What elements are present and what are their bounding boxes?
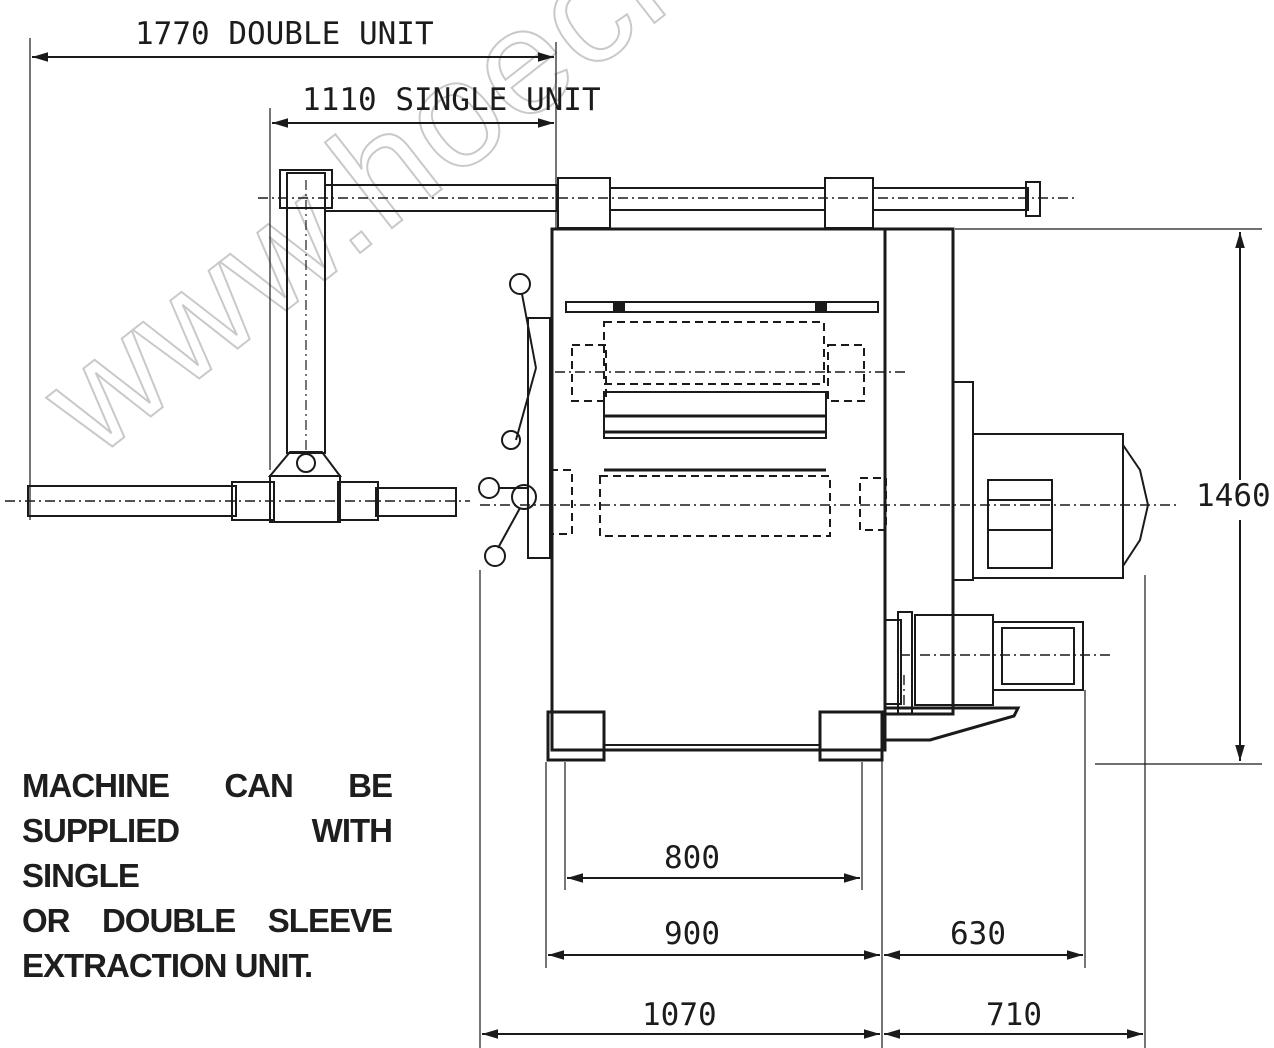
dimension-single-unit: 1110 SINGLE UNIT <box>269 82 601 470</box>
sleeve-extraction-unit <box>5 169 470 523</box>
dimension-630: 630 <box>884 916 1083 960</box>
label-710: 710 <box>986 997 1042 1033</box>
label-900: 900 <box>664 916 720 952</box>
label-800: 800 <box>664 840 720 876</box>
label-630: 630 <box>950 916 1006 952</box>
note-line-3: OR DOUBLE SLEEVE <box>22 902 393 939</box>
adjustment-levers <box>478 273 551 567</box>
label-1110-single-unit: 1110 SINGLE UNIT <box>302 82 601 118</box>
top-shaft <box>258 177 1078 229</box>
note-line-1: MACHINE CAN BE <box>22 767 393 804</box>
dimension-900: 900 <box>548 916 880 960</box>
dimension-710: 710 <box>884 997 1143 1039</box>
dimension-1070: 1070 <box>482 997 880 1039</box>
label-1070: 1070 <box>642 997 717 1033</box>
label-1770-double-unit: 1770 DOUBLE UNIT <box>135 16 434 52</box>
drive-motor <box>884 381 1150 742</box>
note-line-4: EXTRACTION UNIT. <box>22 947 313 984</box>
note-line-2: SUPPLIED WITH SINGLE <box>22 812 393 894</box>
supply-note: MACHINE CAN BE SUPPLIED WITH SINGLE OR D… <box>22 763 393 988</box>
machine-body <box>480 227 1180 762</box>
label-1460: 1460 <box>1196 478 1271 514</box>
bottom-extension-lines <box>479 570 1146 1048</box>
dimension-height: 1460 <box>955 228 1271 765</box>
dimension-800: 800 <box>567 840 860 883</box>
dimension-double-unit: 1770 DOUBLE UNIT <box>29 16 557 520</box>
